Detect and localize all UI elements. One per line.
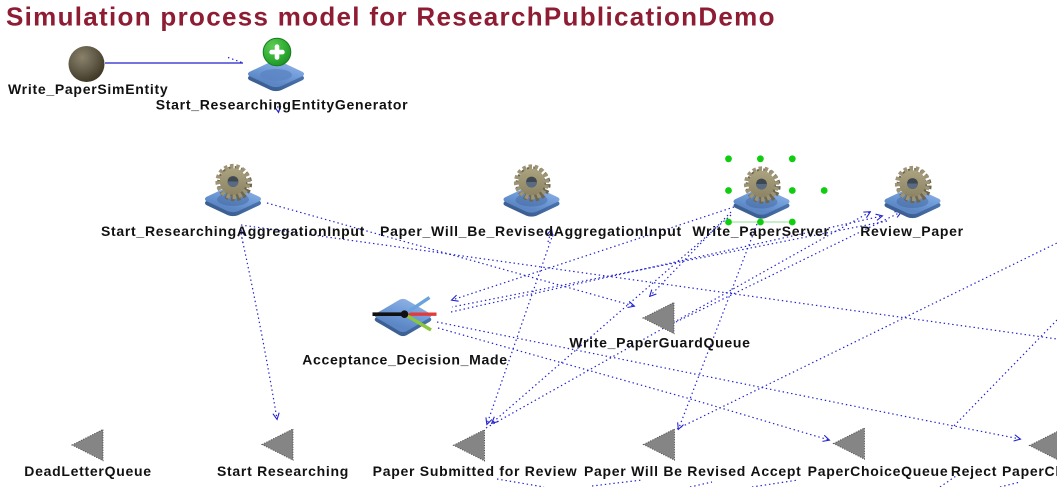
- svg-text:Start_ResearchingEntityGenerat: Start_ResearchingEntityGenerator: [156, 97, 409, 113]
- svg-text:Accept: Accept: [750, 463, 801, 479]
- svg-text:Write_PaperServer: Write_PaperServer: [692, 223, 829, 239]
- svg-text:Simulation process model for R: Simulation process model for ResearchPub…: [6, 2, 776, 32]
- svg-text:Start Researching: Start Researching: [217, 463, 349, 479]
- svg-text:Reject: Reject: [951, 463, 997, 479]
- svg-text:PaperChoiceQueue: PaperChoiceQueue: [1002, 463, 1057, 479]
- svg-text:Write_PaperSimEntity: Write_PaperSimEntity: [8, 81, 168, 97]
- svg-text:PaperChoiceQueue: PaperChoiceQueue: [808, 463, 949, 479]
- svg-text:Write_PaperGuardQueue: Write_PaperGuardQueue: [569, 335, 750, 351]
- svg-text:Start_ResearchingAggregationIn: Start_ResearchingAggregationInput: [101, 223, 365, 239]
- svg-text:Acceptance_Decision_Made: Acceptance_Decision_Made: [302, 352, 508, 368]
- svg-text:DeadLetterQueue: DeadLetterQueue: [24, 463, 152, 479]
- svg-text:Paper Will Be Revised: Paper Will Be Revised: [584, 463, 746, 479]
- svg-text:Paper_Will_Be_RevisedAggregati: Paper_Will_Be_RevisedAggregationInput: [380, 223, 682, 239]
- svg-text:Paper Submitted for Review: Paper Submitted for Review: [373, 463, 578, 479]
- svg-text:Review_Paper: Review_Paper: [860, 223, 964, 239]
